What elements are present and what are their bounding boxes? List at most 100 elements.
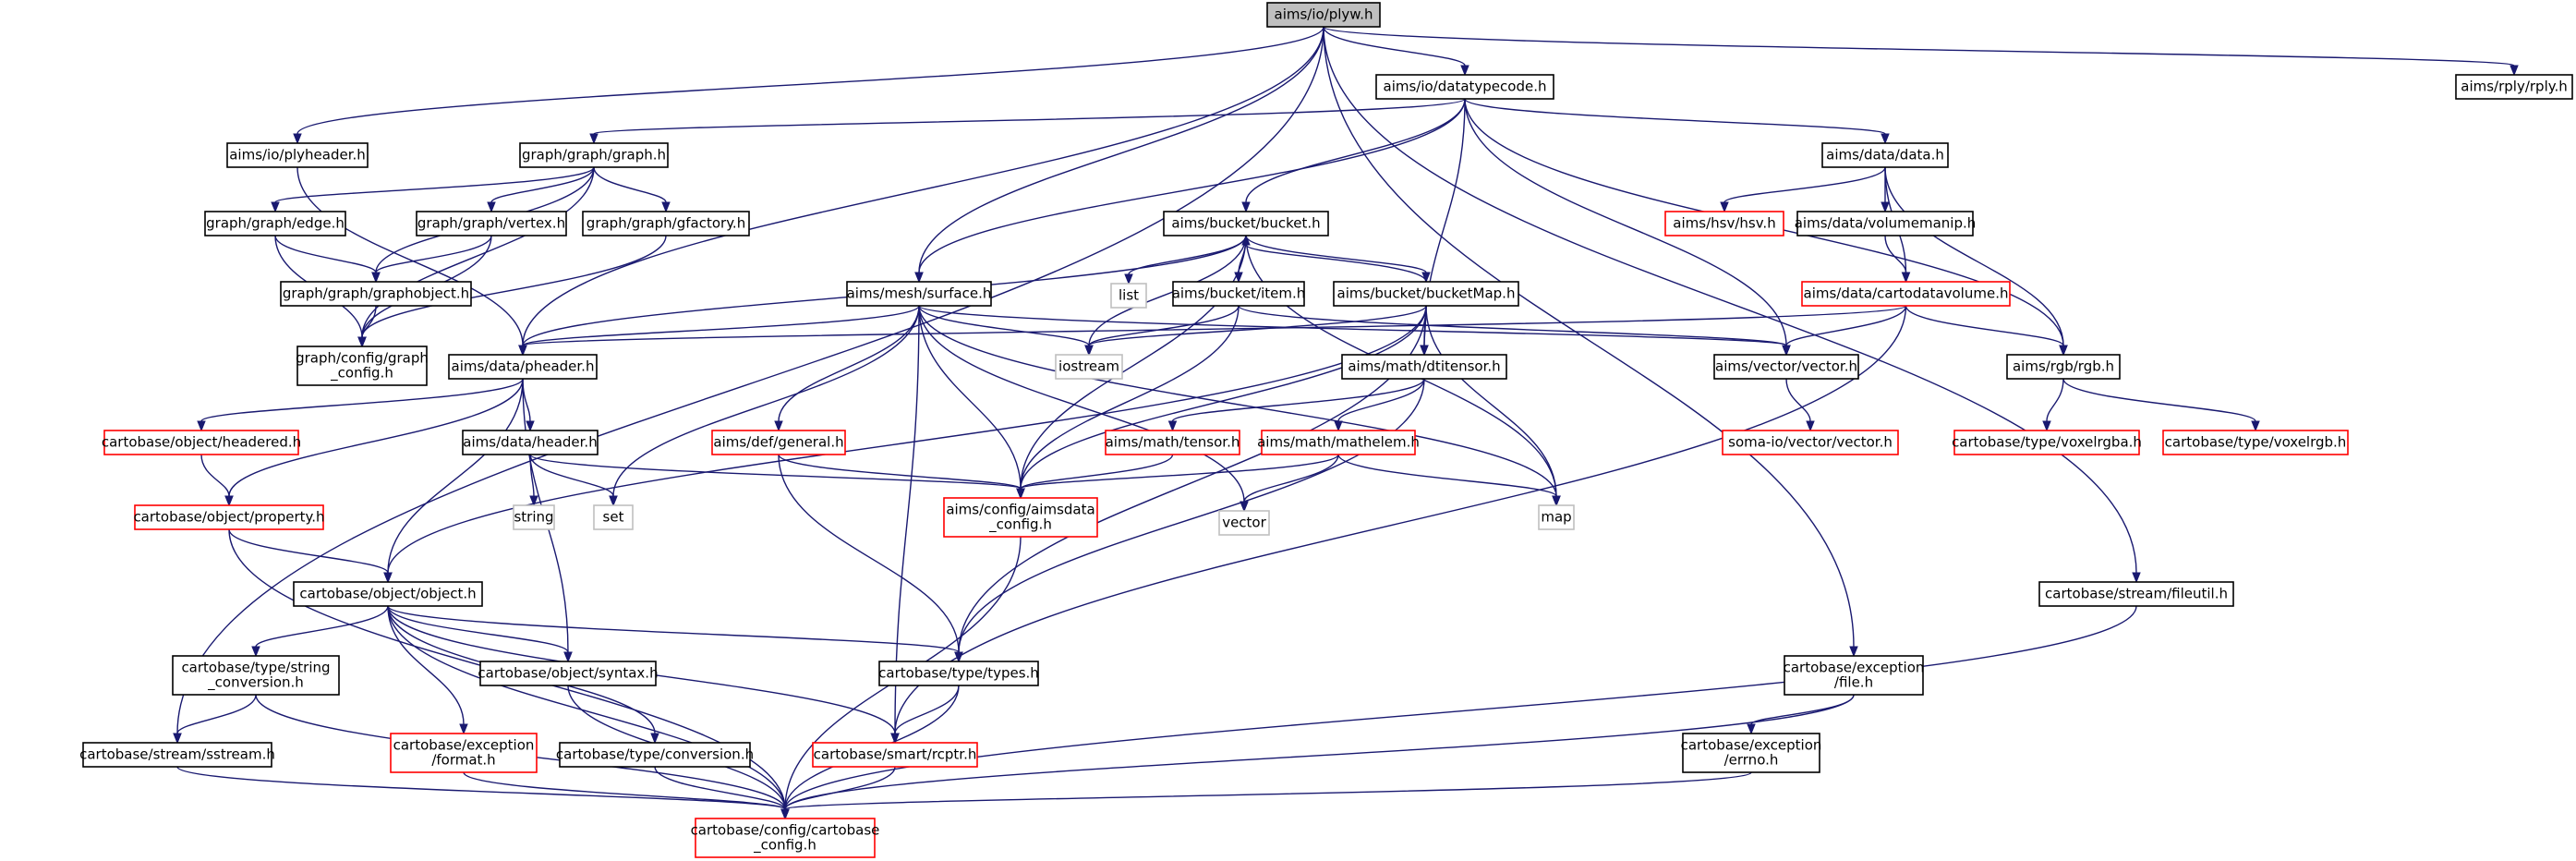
node-vector_h[interactable]: aims/vector/vector.h bbox=[1713, 354, 1859, 380]
node-syntax[interactable]: cartobase/object/syntax.h bbox=[478, 661, 659, 686]
dependency-edge-object-to-exc_format bbox=[387, 605, 468, 735]
edge-arrowhead bbox=[780, 808, 790, 820]
edge-line bbox=[176, 26, 1324, 734]
node-label: cartobase/type/voxelrgba.h bbox=[1952, 434, 2142, 451]
edge-arrowhead bbox=[1849, 646, 1858, 658]
node-label: aims/vector/vector.h bbox=[1715, 358, 1857, 375]
edge-line bbox=[1423, 98, 1466, 346]
node-cartobase_config[interactable]: cartobase/config/cartobase_config.h bbox=[691, 818, 880, 858]
edge-line bbox=[522, 305, 1907, 346]
edge-arrowhead bbox=[890, 733, 900, 745]
node-datatypecode[interactable]: aims/io/datatypecode.h bbox=[1375, 74, 1554, 100]
edge-line bbox=[490, 166, 595, 203]
edge-arrowhead bbox=[1782, 345, 1791, 357]
node-voxelrgba[interactable]: cartobase/type/voxelrgba.h bbox=[1952, 430, 2142, 455]
edge-line bbox=[228, 528, 389, 574]
edge-arrowhead bbox=[589, 133, 599, 145]
node-plyheader[interactable]: aims/io/plyheader.h bbox=[226, 142, 369, 168]
node-cartodatavolume[interactable]: aims/data/cartodatavolume.h bbox=[1801, 281, 2011, 307]
edge-arrowhead bbox=[2251, 420, 2260, 432]
node-label: aims/bucket/bucketMap.h bbox=[1337, 285, 1516, 302]
dependency-edge-graph-to-vertex bbox=[487, 166, 595, 213]
node-box bbox=[448, 354, 598, 380]
node-bucketMap[interactable]: aims/bucket/bucketMap.h bbox=[1333, 281, 1519, 307]
dependency-edge-general-to-aimsdata_config bbox=[778, 454, 1025, 500]
node-vertex[interactable]: graph/graph/vertex.h bbox=[416, 211, 567, 236]
node-label: vector bbox=[1222, 515, 1266, 531]
node-aimsdata_config[interactable]: aims/config/aimsdata_config.h bbox=[943, 497, 1098, 538]
node-box bbox=[1266, 2, 1381, 28]
node-graph_config[interactable]: graph/config/graph_config.h bbox=[296, 346, 429, 386]
node-box bbox=[2038, 581, 2234, 607]
edge-line bbox=[1088, 305, 1427, 346]
node-gfactory[interactable]: graph/graph/gfactory.h bbox=[582, 211, 750, 236]
edge-line bbox=[387, 378, 524, 574]
edge-arrowhead bbox=[2132, 572, 2141, 584]
node-tensor[interactable]: aims/math/tensor.h bbox=[1105, 430, 1240, 455]
node-string_conversion[interactable]: cartobase/type/string_conversion.h bbox=[172, 655, 340, 696]
node-item[interactable]: aims/bucket/item.h bbox=[1172, 281, 1306, 307]
node-general[interactable]: aims/def/general.h bbox=[711, 430, 846, 455]
node-somaio_vector[interactable]: soma-io/vector/vector.h bbox=[1722, 430, 1899, 455]
node-errno[interactable]: cartobase/exception/errno.h bbox=[1681, 733, 1822, 773]
node-exc_file[interactable]: cartobase/exception/file.h bbox=[1784, 655, 1925, 696]
node-mathelem[interactable]: aims/math/mathelem.h bbox=[1257, 430, 1420, 455]
node-surface[interactable]: aims/mesh/surface.h bbox=[846, 281, 992, 307]
node-graph[interactable]: graph/graph/graph.h bbox=[519, 142, 669, 168]
node-label: aims/rgb/rgb.h bbox=[2013, 358, 2114, 375]
node-pheader[interactable]: aims/data/pheader.h bbox=[448, 354, 598, 380]
edge-line bbox=[176, 766, 786, 810]
node-box bbox=[1110, 283, 1147, 309]
edge-line bbox=[1020, 454, 1174, 490]
node-label: _config.h bbox=[753, 837, 816, 855]
dependency-edge-general-to-types bbox=[778, 454, 963, 663]
edge-arrowhead bbox=[2059, 345, 2068, 357]
dependency-edge-exc_file-to-errno bbox=[1747, 694, 1855, 735]
node-rply[interactable]: aims/rply/rply.h bbox=[2455, 74, 2573, 100]
dependency-edge-cartodatavolume-to-pheader bbox=[518, 305, 1907, 357]
node-label: iostream bbox=[1058, 358, 1119, 375]
node-hsv[interactable]: aims/hsv/hsv.h bbox=[1664, 211, 1784, 236]
node-types[interactable]: cartobase/type/types.h bbox=[878, 661, 1039, 686]
node-rgb[interactable]: aims/rgb/rgb.h bbox=[2006, 354, 2121, 380]
dependency-edge-pheader-to-headered bbox=[197, 378, 524, 432]
edge-line bbox=[593, 98, 1466, 135]
node-box bbox=[134, 504, 324, 530]
edge-line bbox=[463, 771, 786, 810]
node-headered[interactable]: cartobase/object/headered.h bbox=[102, 430, 301, 455]
dependency-edge-plyw-to-surface bbox=[914, 26, 1324, 284]
node-graphobject[interactable]: graph/graph/graphobject.h bbox=[280, 281, 472, 307]
edge-arrowhead bbox=[1460, 65, 1469, 77]
edge-arrowhead bbox=[774, 420, 783, 432]
node-conversion[interactable]: cartobase/type/conversion.h bbox=[556, 742, 754, 768]
dependency-edge-plyw-to-plyheader bbox=[293, 26, 1324, 145]
node-rcptr[interactable]: cartobase/smart/rcptr.h bbox=[812, 742, 978, 768]
dependency-edge-graphobject-to-graph_config bbox=[357, 305, 377, 348]
node-box bbox=[1722, 430, 1899, 455]
node-bucket[interactable]: aims/bucket/bucket.h bbox=[1163, 211, 1329, 236]
edge-arrowhead bbox=[1552, 495, 1561, 507]
node-exc_format[interactable]: cartobase/exception/format.h bbox=[390, 733, 538, 773]
dependency-edge-header-to-set bbox=[529, 454, 618, 507]
edge-line bbox=[529, 454, 535, 497]
node-box bbox=[878, 661, 1039, 686]
dependency-edge-surface-to-set bbox=[609, 305, 920, 507]
node-sstream[interactable]: cartobase/stream/sstream.h bbox=[79, 742, 275, 768]
node-data[interactable]: aims/data/data.h bbox=[1821, 142, 1949, 168]
edge-arrowhead bbox=[1241, 201, 1251, 213]
edge-line bbox=[1464, 98, 1787, 346]
node-property[interactable]: cartobase/object/property.h bbox=[133, 504, 325, 530]
node-volumemanip[interactable]: aims/data/volumemanip.h bbox=[1795, 211, 1977, 236]
node-fileutil[interactable]: cartobase/stream/fileutil.h bbox=[2038, 581, 2234, 607]
node-edge[interactable]: graph/graph/edge.h bbox=[204, 211, 346, 236]
edge-line bbox=[1323, 26, 1855, 648]
node-dtitensor[interactable]: aims/math/dtitensor.h bbox=[1341, 354, 1507, 380]
edge-line bbox=[361, 235, 667, 338]
dependency-edge-rgb-to-voxelrgb bbox=[2062, 378, 2260, 432]
node-voxelrgb[interactable]: cartobase/type/voxelrgb.h bbox=[2162, 430, 2349, 455]
dependency-edge-surface-to-aimsdata_config bbox=[918, 305, 1025, 500]
node-header[interactable]: aims/data/header.h bbox=[462, 430, 599, 455]
node-plyw[interactable]: aims/io/plyw.h bbox=[1266, 2, 1381, 28]
node-object[interactable]: cartobase/object/object.h bbox=[293, 581, 483, 607]
node-box bbox=[1682, 733, 1820, 773]
